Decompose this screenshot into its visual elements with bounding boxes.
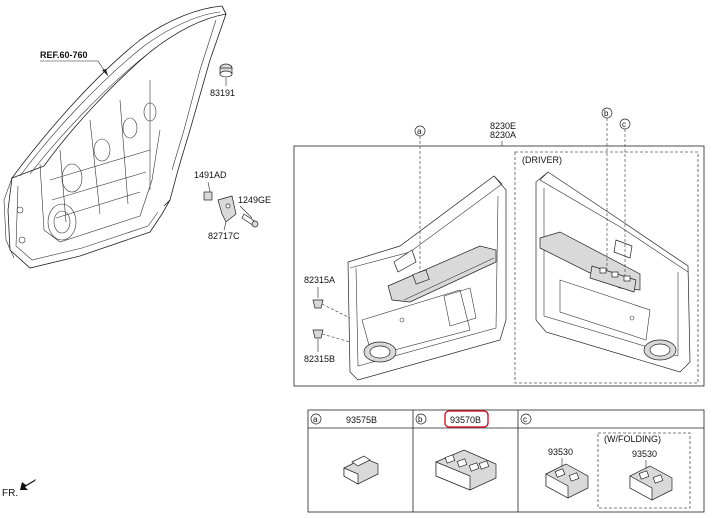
switch-93570b — [435, 449, 497, 491]
ref-arrowhead — [102, 69, 108, 76]
label-83191: 83191 — [210, 88, 235, 98]
front-arrow-icon — [20, 479, 36, 490]
grommet-83191 — [219, 63, 233, 78]
label-1249ge: 1249GE — [238, 195, 271, 205]
table-c-letter: c — [523, 415, 527, 424]
table-b-bubble — [415, 413, 427, 425]
driver-trim-panel — [535, 171, 691, 373]
driver-box — [514, 151, 699, 384]
label-1491ad: 1491AD — [194, 170, 227, 180]
label-93530-left: 93530 — [548, 447, 573, 457]
table-a-letter: a — [313, 415, 318, 424]
label-8230e: 8230E — [490, 121, 516, 131]
door-frame-drawing — [3, 5, 227, 269]
label-82717c: 82717C — [208, 231, 240, 241]
passenger-trim-panel — [347, 175, 507, 381]
table-c-bubble — [520, 413, 532, 425]
callout-a-letter: a — [417, 127, 422, 136]
ref-label: REF.60-760 — [40, 50, 88, 60]
front-label: FR. — [2, 488, 18, 499]
label-82315a: 82315A — [304, 275, 335, 285]
switch-93575b — [343, 455, 379, 485]
trim-panel-box — [293, 145, 705, 387]
bracket-82717c — [217, 195, 237, 223]
switch-93530-standard — [545, 463, 589, 499]
leader-82717c — [223, 221, 227, 231]
folding-box — [597, 432, 691, 509]
clip-1491ad — [203, 191, 213, 201]
folding-note: (W/FOLDING) — [604, 434, 661, 444]
leader-1249ge — [239, 205, 253, 219]
leader-1491ad — [207, 181, 211, 193]
table-b-letter: b — [418, 415, 423, 424]
label-82315b: 82315B — [304, 354, 335, 364]
switch-93530-folding — [629, 465, 673, 501]
clip-82315a — [312, 299, 324, 309]
clip-82315b — [312, 329, 324, 339]
callout-c-letter: c — [622, 120, 626, 129]
table-b-part: 93570B — [450, 415, 481, 425]
label-8230a: 8230A — [490, 130, 516, 140]
table-a-part: 93575B — [346, 415, 377, 425]
label-93530-right: 93530 — [632, 449, 657, 459]
clip-a-dash — [321, 303, 351, 319]
callout-b-letter: b — [604, 109, 609, 118]
driver-label: (DRIVER) — [522, 155, 562, 165]
part-highlight-93570b — [444, 410, 489, 428]
table-a-bubble — [310, 413, 322, 425]
bolt-1249ge — [241, 213, 259, 228]
clip-b-dash — [321, 333, 351, 343]
switch-table — [307, 409, 705, 513]
